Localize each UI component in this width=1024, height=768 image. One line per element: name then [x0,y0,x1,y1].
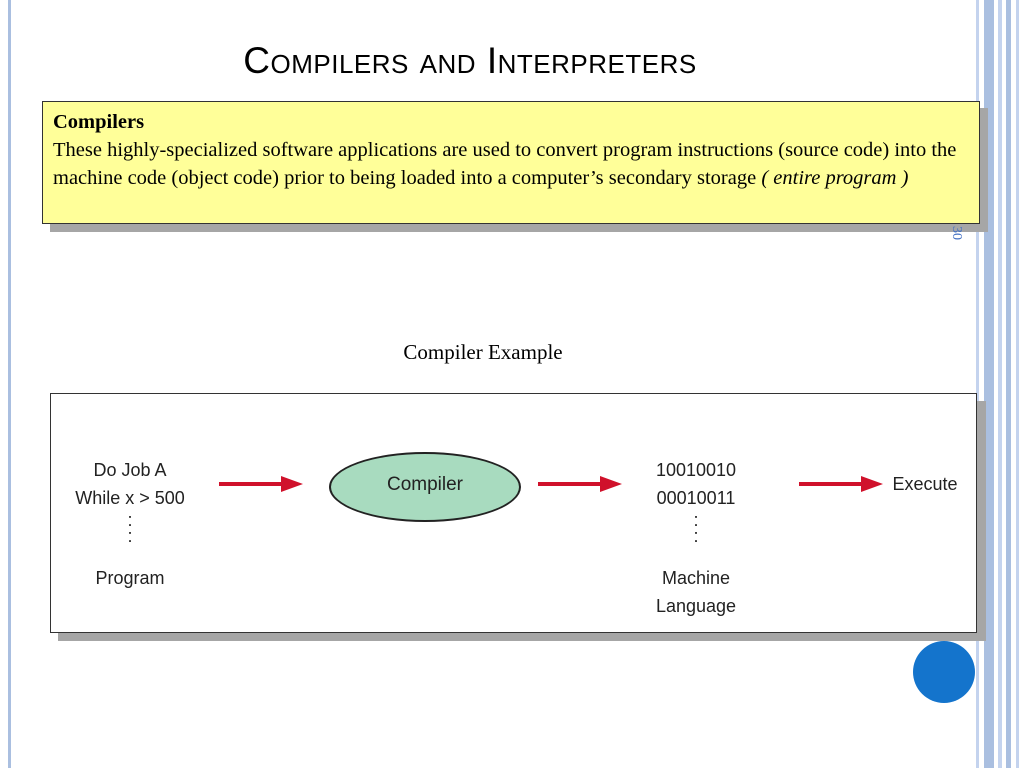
callout-body-text: These highly-specialized software applic… [53,139,957,189]
frame-line-right [1006,0,1011,768]
arrow-right-icon [538,476,622,492]
machine-code-line: 10010010 [655,460,737,480]
frame-line-right [984,0,994,768]
program-line: While x > 500 [75,488,185,508]
arrow-right-icon [219,476,303,492]
machine-language-label: Machine Language [631,564,761,620]
frame-line-right [1016,0,1019,768]
nav-circle-button[interactable] [913,641,975,703]
ellipsis-dot: : [127,510,133,530]
ellipsis-dot: : [693,526,699,546]
figure-caption: Compiler Example [403,340,563,364]
machine-code-line: 00010011 [656,488,736,508]
program-label: Program [95,568,165,588]
execute-label: Execute [892,474,958,494]
machine-label-line: Machine [661,568,731,588]
frame-line-right [998,0,1002,768]
slide-number: 30 [949,226,964,240]
compiler-diagram: Do Job A While x > 500 : : Program Compi… [50,393,977,633]
compilers-callout: Compilers These highly-specialized softw… [42,101,980,224]
frame-line-left [8,0,11,768]
machine-ellipsis: : : [631,510,761,546]
callout-heading: Compilers [53,111,145,133]
compiler-node: Compiler [329,452,521,522]
slide-title: Compilers and Interpreters [243,40,697,81]
compiler-label: Compiler [386,474,464,495]
program-line: Do Job A [93,460,167,480]
arrow-right-icon [799,476,883,492]
callout-italic-note: ( entire program ) [761,167,909,189]
machine-code: 10010010 00010011 [631,456,761,512]
program-source: Do Job A While x > 500 [55,456,205,512]
program-ellipsis: : : [55,510,205,546]
callout-body: These highly-specialized software applic… [53,136,969,192]
ellipsis-dot: : [127,526,133,546]
machine-label-line: Language [655,596,737,616]
ellipsis-dot: : [693,510,699,530]
frame-line-right [976,0,979,768]
